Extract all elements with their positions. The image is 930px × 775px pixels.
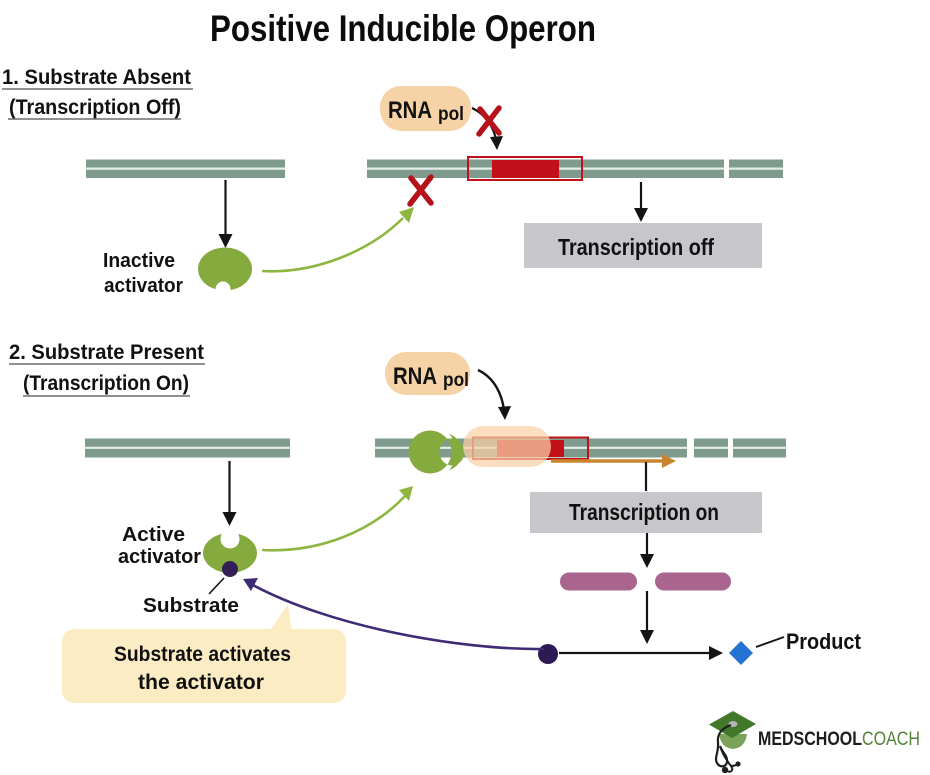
svg-text:activator: activator xyxy=(104,275,183,297)
svg-text:Substrate: Substrate xyxy=(143,595,239,617)
svg-text:pol: pol xyxy=(438,104,464,125)
svg-text:(Transcription Off): (Transcription Off) xyxy=(9,96,181,119)
svg-text:pol: pol xyxy=(443,370,469,391)
svg-text:RNA: RNA xyxy=(388,97,432,124)
svg-text:activator: activator xyxy=(118,546,201,568)
svg-text:Transcription on: Transcription on xyxy=(569,499,719,525)
svg-text:the activator: the activator xyxy=(138,671,264,694)
svg-text:(Transcription On): (Transcription On) xyxy=(23,372,189,395)
svg-text:Inactive: Inactive xyxy=(103,250,175,272)
svg-text:Positive Inducible Operon: Positive Inducible Operon xyxy=(210,8,596,49)
svg-text:1. Substrate Absent: 1. Substrate Absent xyxy=(2,66,191,89)
svg-text:MEDSCHOOL: MEDSCHOOL xyxy=(758,728,862,750)
svg-text:COACH: COACH xyxy=(862,728,920,750)
svg-text:Transcription off: Transcription off xyxy=(558,234,714,260)
svg-text:Active: Active xyxy=(122,524,185,546)
svg-text:RNA: RNA xyxy=(393,363,437,390)
svg-text:Substrate activates: Substrate activates xyxy=(114,643,291,666)
svg-text:Product: Product xyxy=(786,629,862,654)
svg-text:2. Substrate Present: 2. Substrate Present xyxy=(9,341,204,364)
